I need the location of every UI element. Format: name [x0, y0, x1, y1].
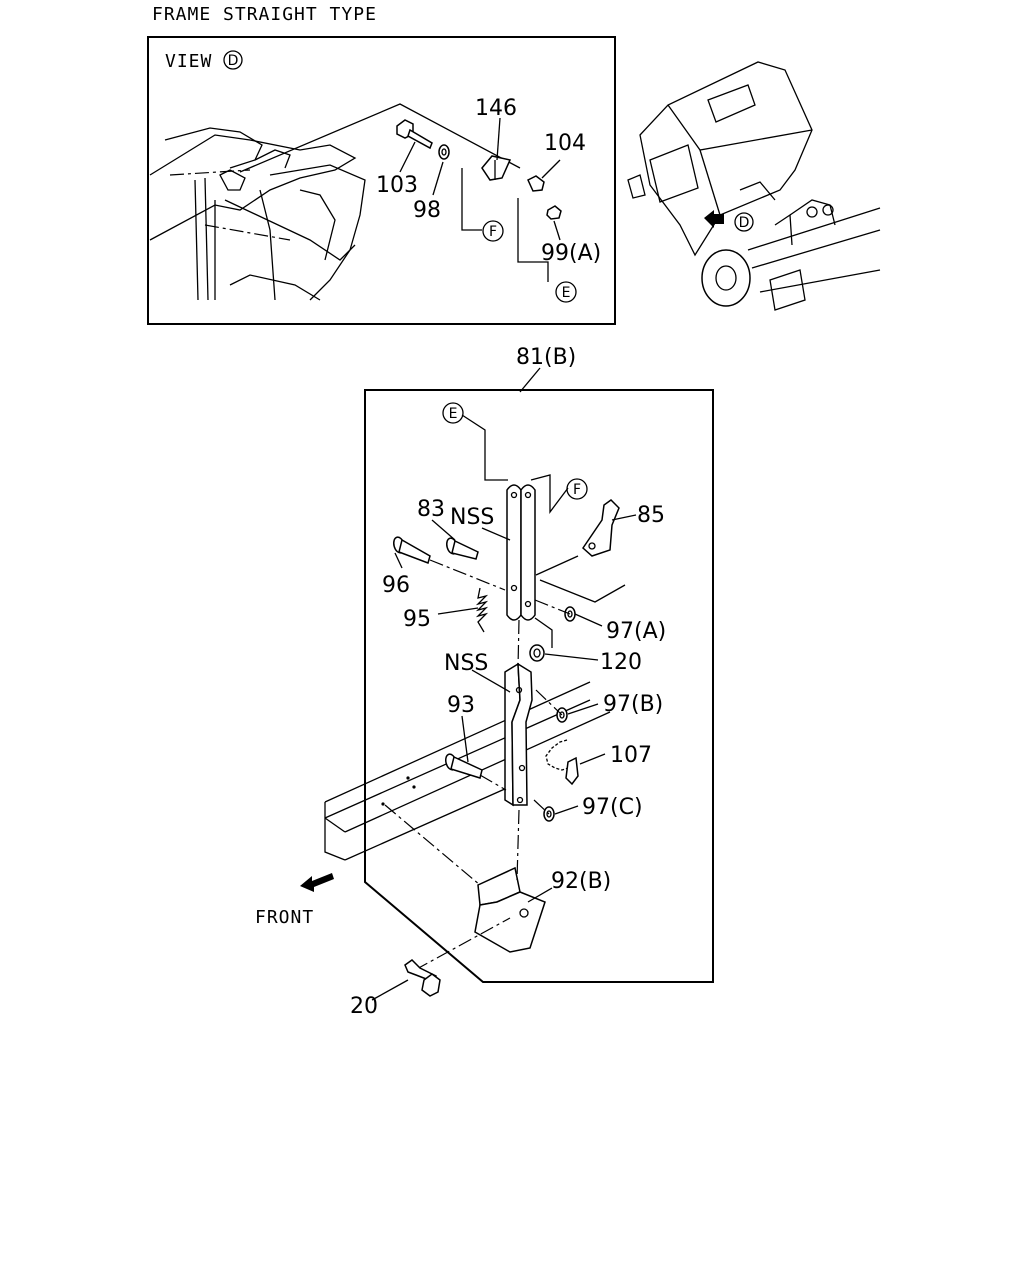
ref-f-circle-top — [482, 220, 504, 242]
part-85-bracket-drawing — [582, 499, 620, 557]
part-96-pin-drawing — [392, 536, 431, 564]
ref-e-circle-top — [555, 281, 577, 303]
callout-92b: 92(B) — [551, 869, 611, 894]
callout-99a: 99(A) — [541, 241, 601, 266]
callout-93: 93 — [447, 693, 475, 718]
callout-103: 103 — [376, 173, 418, 198]
front-label: FRONT — [255, 907, 314, 928]
assembly-frame — [364, 389, 714, 983]
view-d-inset: VIEW D — [147, 36, 616, 325]
diagram-title: FRAME STRAIGHT TYPE — [152, 4, 377, 25]
upper-link-drawing — [506, 484, 536, 621]
part-103-bolt-drawing — [396, 119, 433, 150]
part-99a-nut-drawing — [546, 205, 562, 220]
callout-120: 120 — [600, 650, 642, 675]
truck-view-ref-letter: D — [739, 215, 750, 231]
truck-wheel — [701, 249, 751, 307]
lower-link-93-drawing — [504, 662, 533, 807]
ref-f-circle-main — [566, 478, 588, 500]
part-20-bolt-drawing — [404, 959, 441, 997]
callout-104: 104 — [544, 131, 586, 156]
view-d-frame — [147, 36, 616, 325]
part-146-bracket-drawing — [481, 155, 512, 181]
callout-97b: 97(B) — [603, 692, 663, 717]
view-ref-letter: D — [228, 53, 239, 69]
callout-107: 107 — [610, 743, 652, 768]
part-92b-bracket-drawing — [474, 866, 546, 953]
ref-e-letter-main: E — [449, 406, 458, 422]
callout-95: 95 — [403, 607, 431, 632]
front-arrow-icon — [300, 873, 334, 892]
main-assembly: 81(B) — [255, 345, 714, 1019]
part-107-chain-drawing — [545, 739, 579, 786]
callout-20: 20 — [350, 994, 378, 1019]
view-direction-arrow-icon — [704, 210, 724, 228]
callout-83: 83 — [417, 497, 445, 522]
callout-146: 146 — [475, 96, 517, 121]
view-ref-circle — [223, 50, 243, 70]
part-98-washer-drawing — [438, 144, 450, 160]
part-104-bolt-drawing — [527, 175, 545, 192]
callout-97a: 97(A) — [606, 619, 666, 644]
callout-96: 96 — [382, 573, 410, 598]
part-120-washer-drawing — [529, 644, 545, 662]
assembly-callout: 81(B) — [516, 345, 576, 370]
truck-view-ref-circle — [734, 212, 754, 232]
ref-e-circle-main — [442, 402, 464, 424]
callout-97c: 97(C) — [582, 795, 643, 820]
ref-f-letter-top: F — [489, 224, 497, 240]
part-93-pin-drawing — [444, 753, 483, 779]
callout-98: 98 — [413, 198, 441, 223]
truck-illustration: D — [627, 61, 881, 311]
part-95-spring-drawing — [475, 587, 489, 633]
callout-nss-lower: NSS — [444, 651, 488, 676]
callout-nss-upper: NSS — [450, 505, 494, 530]
callout-85: 85 — [637, 503, 665, 528]
view-label: VIEW — [165, 51, 212, 72]
ref-f-letter-main: F — [573, 482, 581, 498]
part-83-pin-drawing — [445, 537, 479, 560]
frame-structure-drawing — [149, 103, 521, 301]
ref-e-letter-top: E — [562, 285, 571, 301]
